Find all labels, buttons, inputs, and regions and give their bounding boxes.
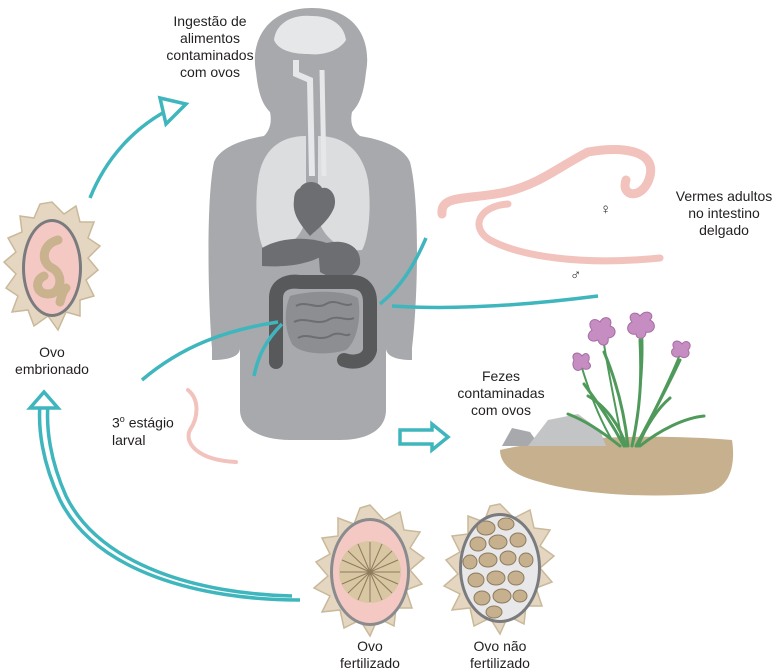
flower-3 xyxy=(572,352,591,371)
cycle-arrows xyxy=(26,95,599,602)
fertilized-egg xyxy=(312,504,426,638)
small-intestine-folds xyxy=(293,301,355,339)
yolk-granules xyxy=(462,517,534,619)
arrow-egg-to-mouth xyxy=(88,108,169,199)
esophagus xyxy=(319,69,327,177)
flower-2 xyxy=(627,311,655,339)
lung-left xyxy=(256,136,306,251)
arrow-fertilized-to-embryonated xyxy=(37,403,301,602)
large-intestine xyxy=(269,274,377,369)
heart xyxy=(293,182,336,236)
arrow-intestine-to-worms xyxy=(391,294,599,310)
rock-left xyxy=(502,428,540,446)
flower-stems xyxy=(581,331,681,441)
contaminated-soil xyxy=(500,311,734,496)
arrow-fertilized-to-embryonated-head xyxy=(26,389,62,410)
unfertilized-egg xyxy=(442,503,556,636)
embryonated-egg-label: Ovo embrionado xyxy=(15,344,89,377)
arrow-worms-curve xyxy=(378,237,428,306)
arrow-larva-to-lungs xyxy=(140,320,279,382)
arrow-larva-curve xyxy=(252,322,284,377)
arrow-body-to-feces xyxy=(398,420,451,454)
liver xyxy=(262,238,334,267)
soil-patch xyxy=(500,436,734,496)
male-worm xyxy=(475,200,664,265)
flower-1 xyxy=(587,317,616,346)
third-stage-larva xyxy=(186,388,238,464)
lung-right xyxy=(318,136,370,251)
ingestion-label: Ingestão de alimentos contaminados com o… xyxy=(166,13,254,80)
flowers xyxy=(572,311,691,371)
male-symbol: ♂ xyxy=(570,267,582,284)
brain xyxy=(274,15,346,55)
stomach xyxy=(318,241,361,279)
adult-worms-label: Vermes adultos no intestino delgado xyxy=(675,188,773,238)
female-worm xyxy=(437,145,656,219)
female-symbol: ♀ xyxy=(600,201,612,218)
arrow-egg-to-mouth-head xyxy=(157,95,190,128)
embryo-larva xyxy=(33,235,71,307)
human-body-figure xyxy=(208,8,417,440)
embryonated-egg xyxy=(2,201,102,332)
feces-label: Fezes contaminadas com ovos xyxy=(457,368,545,418)
fertilized-egg-label: Ovo fertilizado xyxy=(340,638,400,671)
flower-4 xyxy=(671,340,691,359)
third-stage-label: 3o estágio larval xyxy=(112,414,174,448)
arrow-fertilized-to-embryonated-inner xyxy=(45,403,293,598)
unfertilized-egg-label: Ovo não fertilizado xyxy=(470,638,530,671)
trachea xyxy=(293,60,315,177)
adult-worms xyxy=(437,145,664,265)
egg-cell-radial-lines xyxy=(340,542,400,602)
